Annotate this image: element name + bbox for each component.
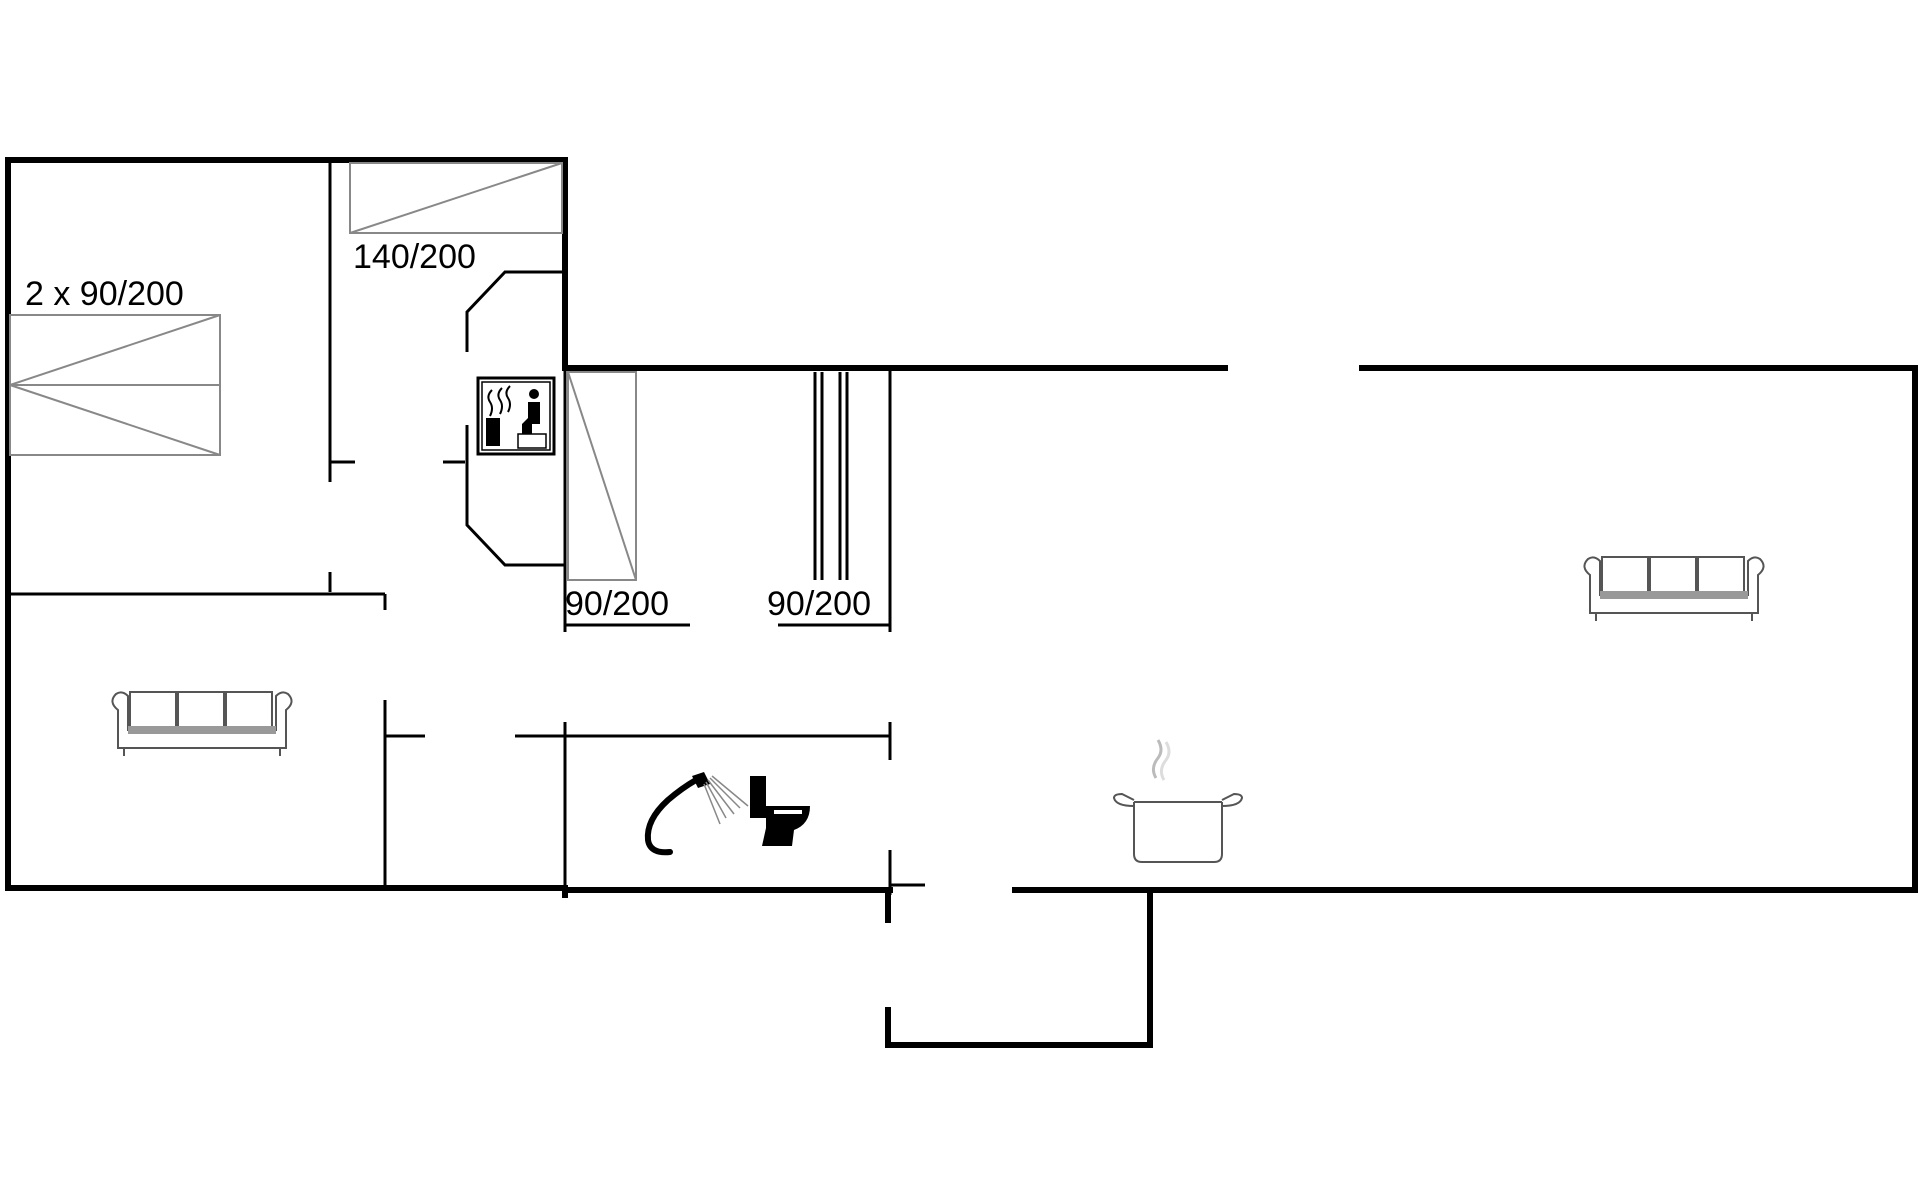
sofa-icon xyxy=(111,691,293,756)
interior-walls xyxy=(8,160,925,895)
cooking-pot-icon xyxy=(1112,739,1244,863)
bed-2x90 xyxy=(9,314,221,456)
toilet-icon xyxy=(750,776,810,846)
bed-90-a xyxy=(567,371,637,581)
bed-140 xyxy=(349,162,563,234)
bed-label-bedroom-1: 2 x 90/200 xyxy=(25,275,184,313)
sauna-icon xyxy=(476,376,556,456)
sauna-alcove xyxy=(465,270,565,567)
sofa-icon xyxy=(1583,556,1765,621)
shower-icon xyxy=(644,772,749,856)
bed-label-bedroom-3-a: 90/200 xyxy=(565,585,669,623)
bed-label-bedroom-3-b: 90/200 xyxy=(767,585,871,623)
bed-label-bedroom-2: 140/200 xyxy=(353,238,476,276)
bed-90-b xyxy=(813,372,849,580)
outer-walls xyxy=(5,157,1918,1048)
